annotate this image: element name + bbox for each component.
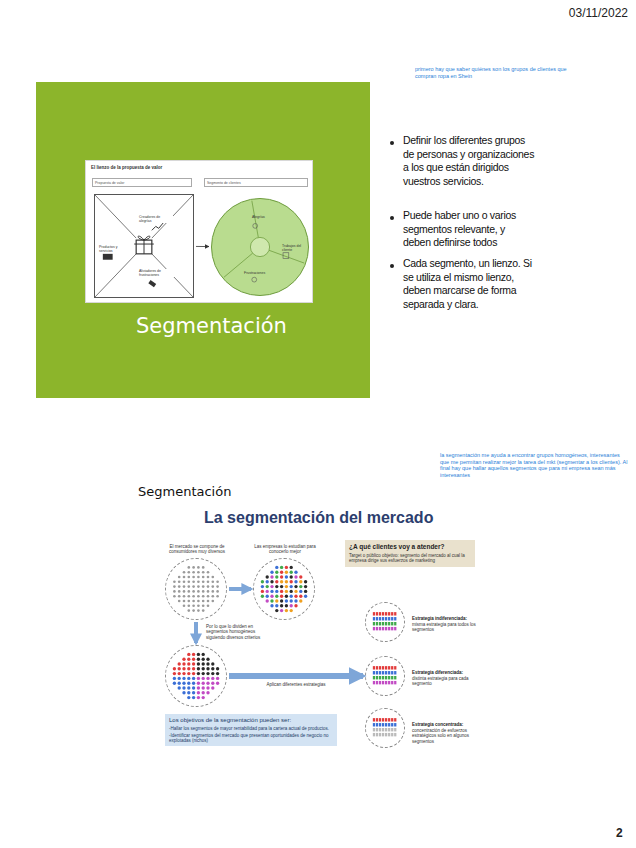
consumer-dots: [366, 657, 404, 695]
strategy-circle: Estrategia concentrada:concentración de …: [365, 708, 405, 748]
field-box: Segmento de clientes: [204, 178, 308, 187]
node-text: Estrategia diferenciada:: [412, 670, 476, 675]
objectives-box: Los objetivos de la segmentación pueden …: [165, 714, 337, 746]
infographic-title: La segmentación del mercado: [204, 508, 433, 527]
node-text: Los objetivos de la segmentación pueden …: [169, 717, 333, 724]
bullet-dot: [390, 141, 394, 145]
consumer-dots: [166, 559, 226, 619]
question-box: ¿A qué clientes voy a atender? Target o p…: [345, 540, 475, 567]
consumer-dots: [366, 709, 404, 747]
speaker-note: primero hay que saber quiénes son los gr…: [415, 66, 583, 79]
slide-title: Segmentación: [138, 484, 231, 500]
slide-panel: Segmentación El lienzo de la propuesta de…: [36, 82, 370, 398]
node-text: Creadores de alegrías: [139, 215, 173, 223]
customer-profile-circle: AlegríasTrabajos del clienteFrustracione…: [211, 198, 309, 296]
bullet-dot: [390, 216, 394, 220]
node-text: El lienzo de la propuesta de valor: [91, 165, 162, 170]
node-text: Productos y servicios: [99, 245, 123, 253]
flow-arrow: [194, 622, 198, 643]
node-text: -Identificar segmentos del mercado que p…: [169, 733, 333, 744]
page-number: 2: [616, 826, 623, 840]
bullet-text: Definir los diferentes grupos de persona…: [403, 134, 535, 189]
strategy-circle: Estrategia indiferenciada:misma estrateg…: [365, 602, 405, 642]
node-text: distinta estrategia para cada segmento: [412, 676, 476, 687]
bullet-text: Cada segmento, un lienzo. Si se utiliza …: [403, 257, 535, 312]
value-map-square: Creadores de alegríasProductos y servici…: [94, 194, 194, 298]
speaker-note: la segmentación me ayuda a encontrar gru…: [440, 452, 628, 478]
node-text: Aliviadores de frustraciones: [139, 269, 177, 277]
node-text: concentración de esfuerzos estratégicos …: [412, 728, 476, 744]
node-text: Frustraciones: [244, 271, 265, 275]
segment-circle: Por lo que lo dividen en segmentos homog…: [165, 645, 227, 707]
node-text: Alegrías: [252, 215, 265, 219]
canvas-image: El lienzo de la propuesta de valorPropue…: [85, 160, 313, 303]
strategy-circle: Estrategia diferenciada:distinta estrate…: [365, 656, 405, 696]
field-box: Propuesta de valor: [92, 178, 192, 187]
bullet-text: Puede haber uno o varios segmentos relev…: [403, 209, 535, 250]
node-text: Estrategia concentrada:: [412, 722, 476, 727]
date: 03/11/2022: [569, 6, 628, 20]
node-text: Target o público objetivo: segmento del …: [349, 553, 471, 564]
consumer-dots: [254, 559, 314, 619]
node-text: Las empresas lo estudian para conocerlo …: [248, 544, 322, 555]
flow-arrow: [229, 587, 251, 591]
market-circle: Las empresas lo estudian para conocerlo …: [253, 558, 315, 620]
consumer-dots: [366, 603, 404, 641]
node-text: Estrategia indiferenciada:: [412, 616, 476, 621]
node-text: -Hallar los segmentos de mayor rentabili…: [169, 726, 333, 731]
node-text: Segmentación: [136, 314, 287, 339]
node-text: Segmento de clientes: [207, 181, 241, 185]
flow-arrow: [229, 673, 363, 679]
node-text: El mercado se compone de consumidores mu…: [160, 544, 234, 555]
bullet-dot: [390, 264, 394, 268]
node-text: Trabajos del cliente: [282, 244, 304, 252]
node-text: misma estrategia para todos los segmento…: [412, 622, 476, 633]
arrow-label: Aplican diferentes estrategias: [265, 682, 326, 687]
consumer-dots: [166, 646, 226, 706]
node-text: Por lo que lo dividen en segmentos homog…: [206, 624, 268, 640]
node-text: ¿A qué clientes voy a atender?: [349, 543, 471, 551]
market-circle: El mercado se compone de consumidores mu…: [165, 558, 227, 620]
node-text: Propuesta de valor: [95, 181, 124, 185]
